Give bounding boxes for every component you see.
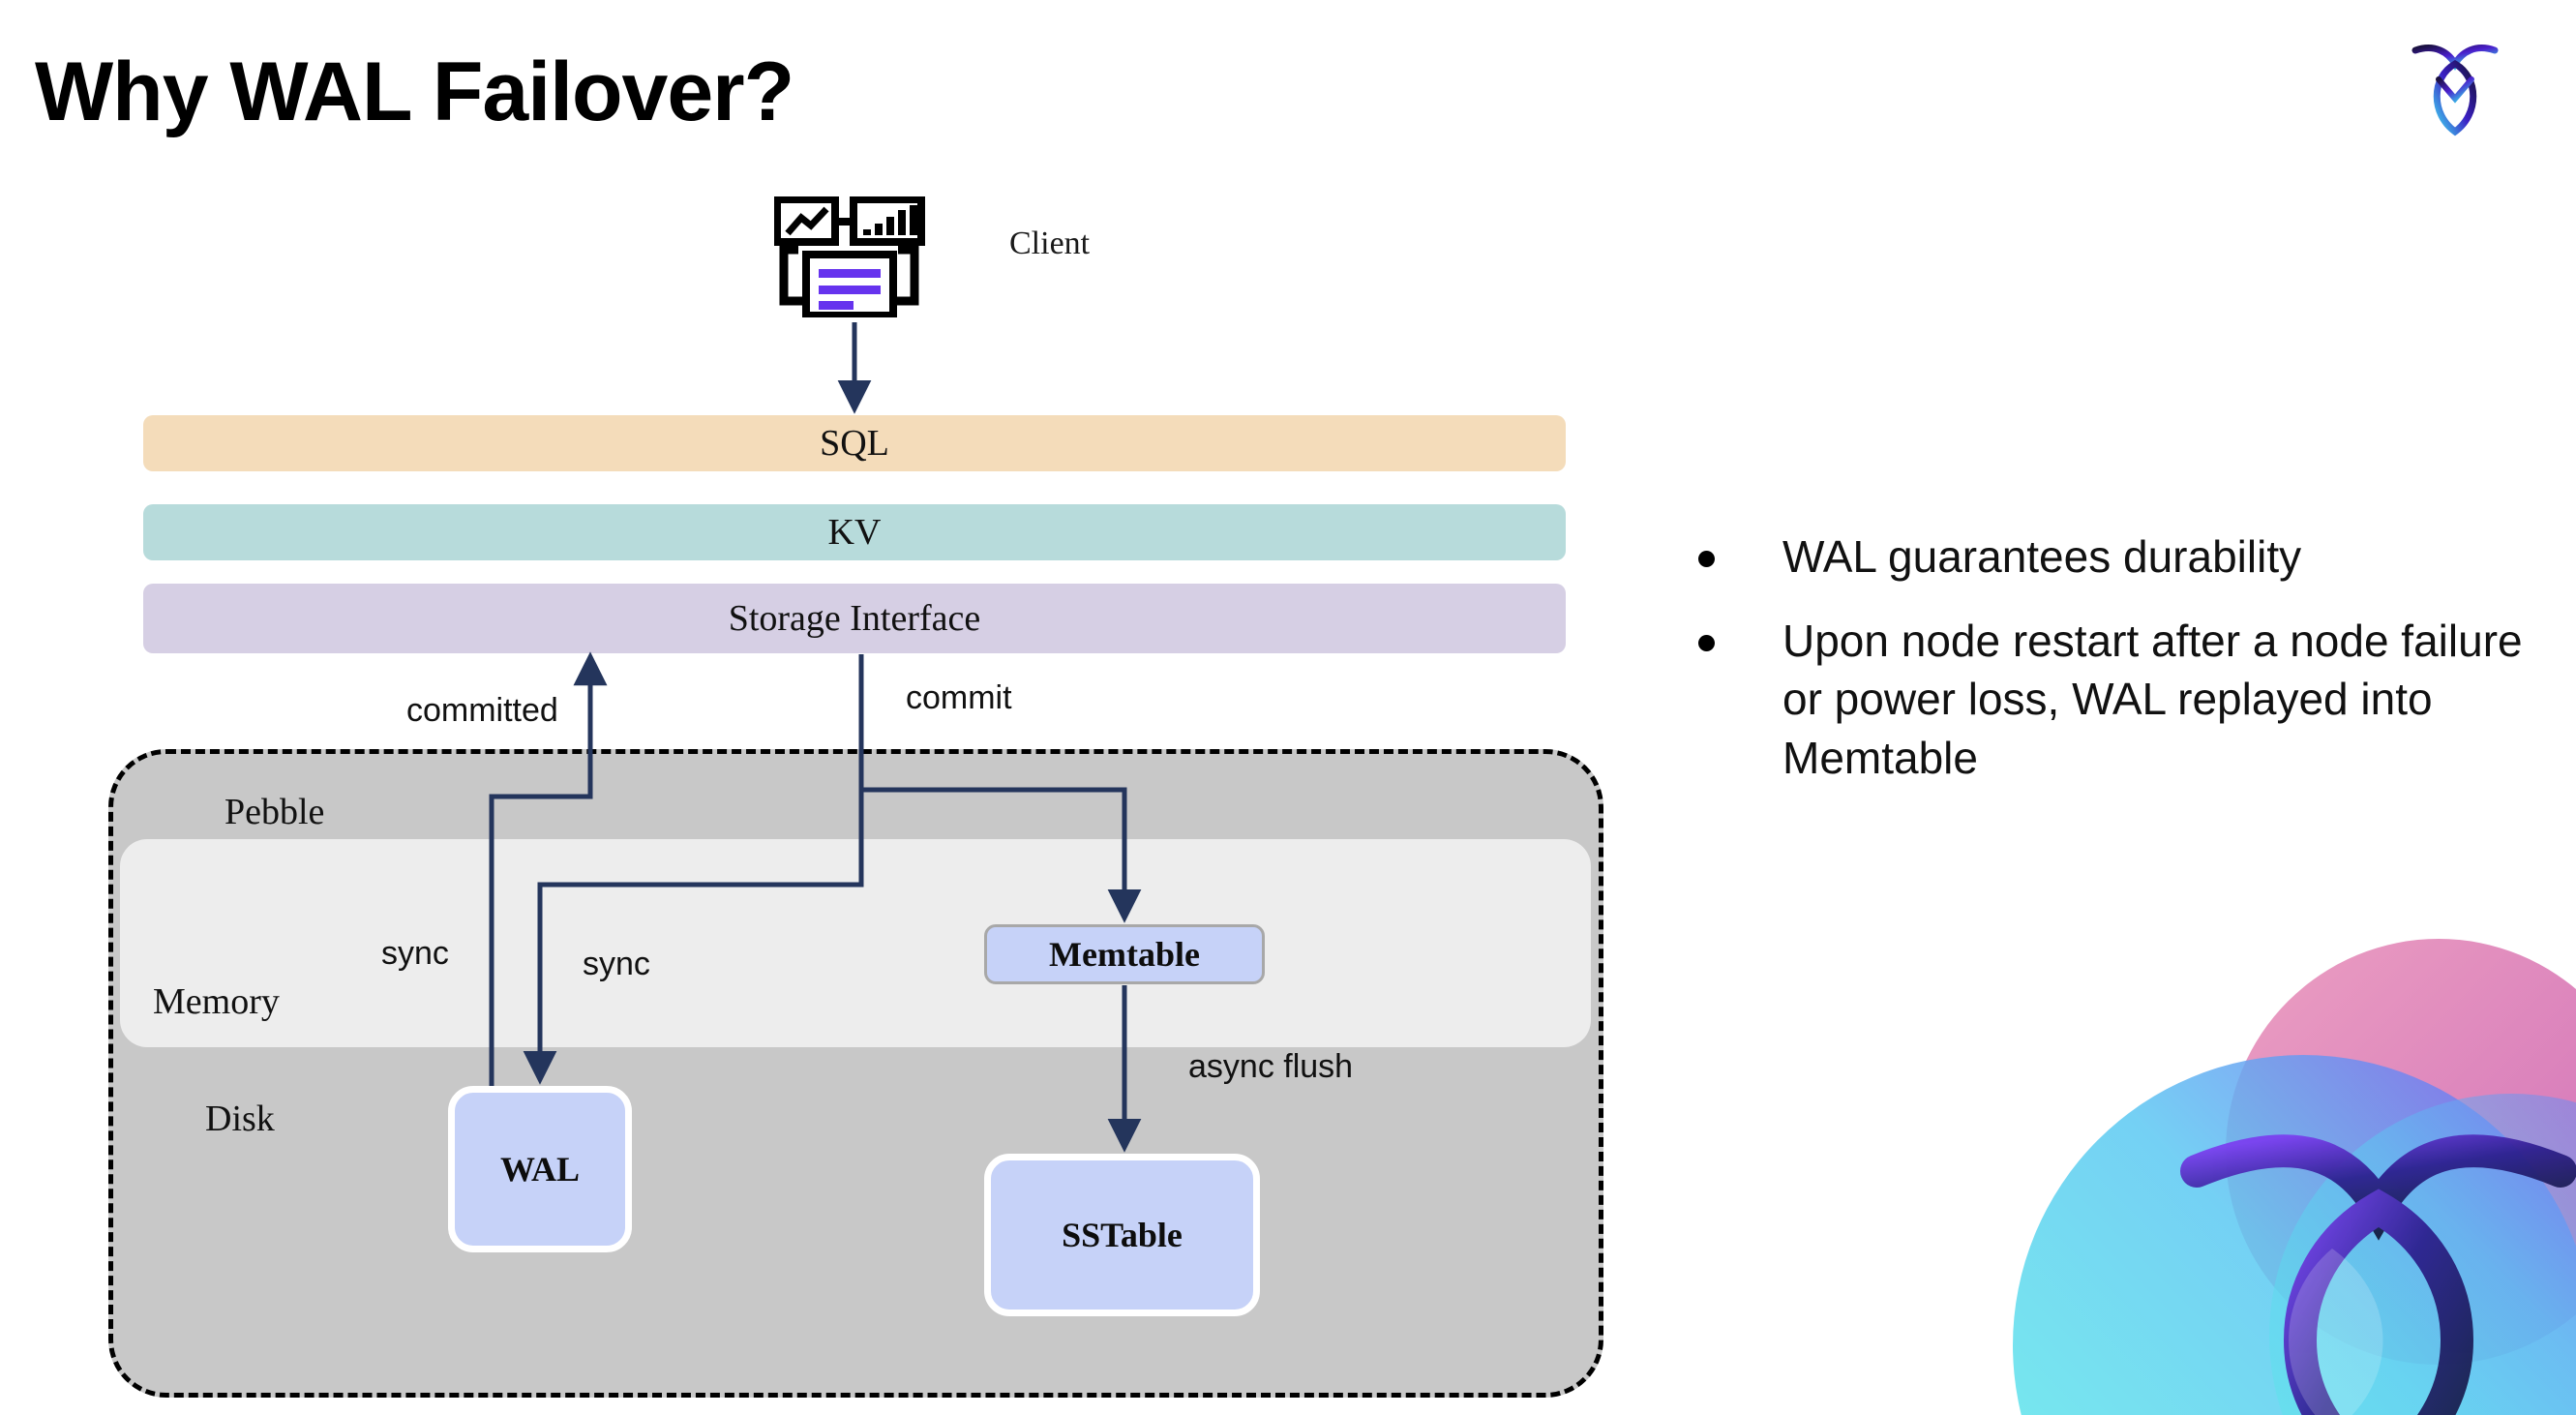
layer-bar-kv: KV [143, 504, 1566, 560]
edge-label-committed: committed [406, 692, 558, 729]
edge-label-commit: commit [906, 679, 1012, 716]
bullet-dot-icon [1698, 634, 1715, 651]
node-wal-label: WAL [499, 1150, 581, 1189]
bullet-text: Upon node restart after a node failure o… [1782, 615, 2523, 784]
client-dashboard-icon [773, 196, 929, 319]
disk-label: Disk [205, 1099, 275, 1139]
layer-bar-storage-interface: Storage Interface [143, 584, 1566, 653]
list-item: WAL guarantees durability [1698, 527, 2540, 587]
cockroachdb-decorative-circles [1984, 929, 2576, 1415]
page-title: Why WAL Failover? [35, 45, 794, 138]
cockroachdb-logo-icon [2402, 31, 2508, 137]
node-memtable-label: Memtable [1049, 935, 1200, 974]
node-sstable: SSTable [984, 1154, 1260, 1316]
memory-region [120, 839, 1591, 1047]
memory-label: Memory [153, 981, 280, 1022]
bullet-list: WAL guarantees durability Upon node rest… [1698, 527, 2540, 813]
edge-label-sync-2: sync [583, 946, 650, 982]
pebble-label: Pebble [225, 792, 325, 832]
layer-bar-kv-label: KV [827, 512, 882, 553]
bullet-text: WAL guarantees durability [1782, 531, 2302, 582]
node-sstable-label: SSTable [1062, 1216, 1183, 1254]
list-item: Upon node restart after a node failure o… [1698, 612, 2540, 788]
bullet-dot-icon [1698, 551, 1715, 567]
edge-label-sync-1: sync [381, 935, 449, 972]
client-label: Client [1009, 226, 1091, 261]
layer-bar-sql-label: SQL [820, 423, 889, 464]
layer-bar-sql: SQL [143, 415, 1566, 471]
node-wal: WAL [448, 1086, 632, 1252]
node-memtable: Memtable [984, 924, 1265, 984]
layer-bar-storage-interface-label: Storage Interface [728, 598, 981, 639]
edge-label-async-flush: async flush [1188, 1048, 1354, 1085]
